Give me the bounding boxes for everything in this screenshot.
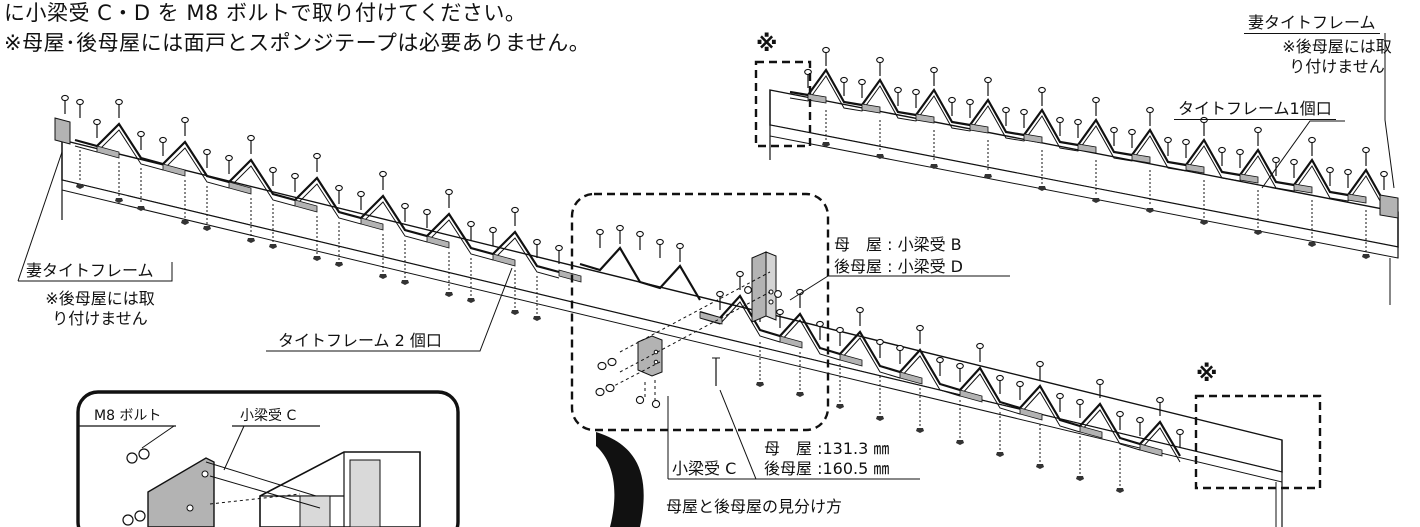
callout-box-center [570,192,830,432]
small-beam-bracket-b-d [751,251,767,323]
inset-small-beam-c-label: 小梁受 C [240,408,297,424]
lower-left-purlin [54,94,1283,527]
instruction-line-1: に小梁受 C・D を M8 ボルトで取り付けてください。 [4,1,527,25]
tight-frame-2-label: タイトフレーム 2 個口 [278,331,442,350]
note-not-attached-left-2: り付けません [52,309,148,328]
upper-right-purlin [769,33,1399,305]
note-not-attached-right-2: り付けません [1289,57,1385,76]
tight-frame-1-corrugation [789,67,1385,203]
callout-box-right [1194,394,1322,490]
callout-box-top [754,60,812,148]
end-tight-frame-label-right: 妻タイトフレーム [1244,14,1380,34]
zoom-arrow [596,432,644,527]
note-not-attached-right-1: ※後母屋には取 [1282,37,1392,56]
callout-mark-right: ※ [1196,362,1218,387]
purlin-dimension-label: 母 屋 :131.3 ㎜ [764,439,890,458]
tight-frame-2-corrugation [74,122,560,274]
purlin-bracket-b-label: 母 屋 : 小梁受 B [834,235,962,254]
instruction-line-2: ※母屋･後母屋には面戸とスポンジテープは必要ありません。 [4,31,591,55]
inset-detail [76,390,460,527]
distinguish-label: 母屋と後母屋の見分け方 [666,497,843,516]
small-beam-c-label: 小梁受 C [672,459,737,478]
tight-frame-1-label: タイトフレーム1個口 [1174,100,1336,120]
center-bracket-assembly [595,251,782,409]
rear-purlin-bracket-d-label: 後母屋 : 小梁受 D [834,257,963,276]
callout-mark-top: ※ [756,32,778,57]
inset-m8-bolt-label: M8 ボルト [94,408,162,424]
rear-purlin-dimension-label: 後母屋 :160.5 ㎜ [764,459,890,478]
end-tight-frame-label-left: 妻タイトフレーム [26,261,154,280]
note-not-attached-left-1: ※後母屋には取 [45,289,155,308]
small-beam-bracket-c [637,335,663,377]
